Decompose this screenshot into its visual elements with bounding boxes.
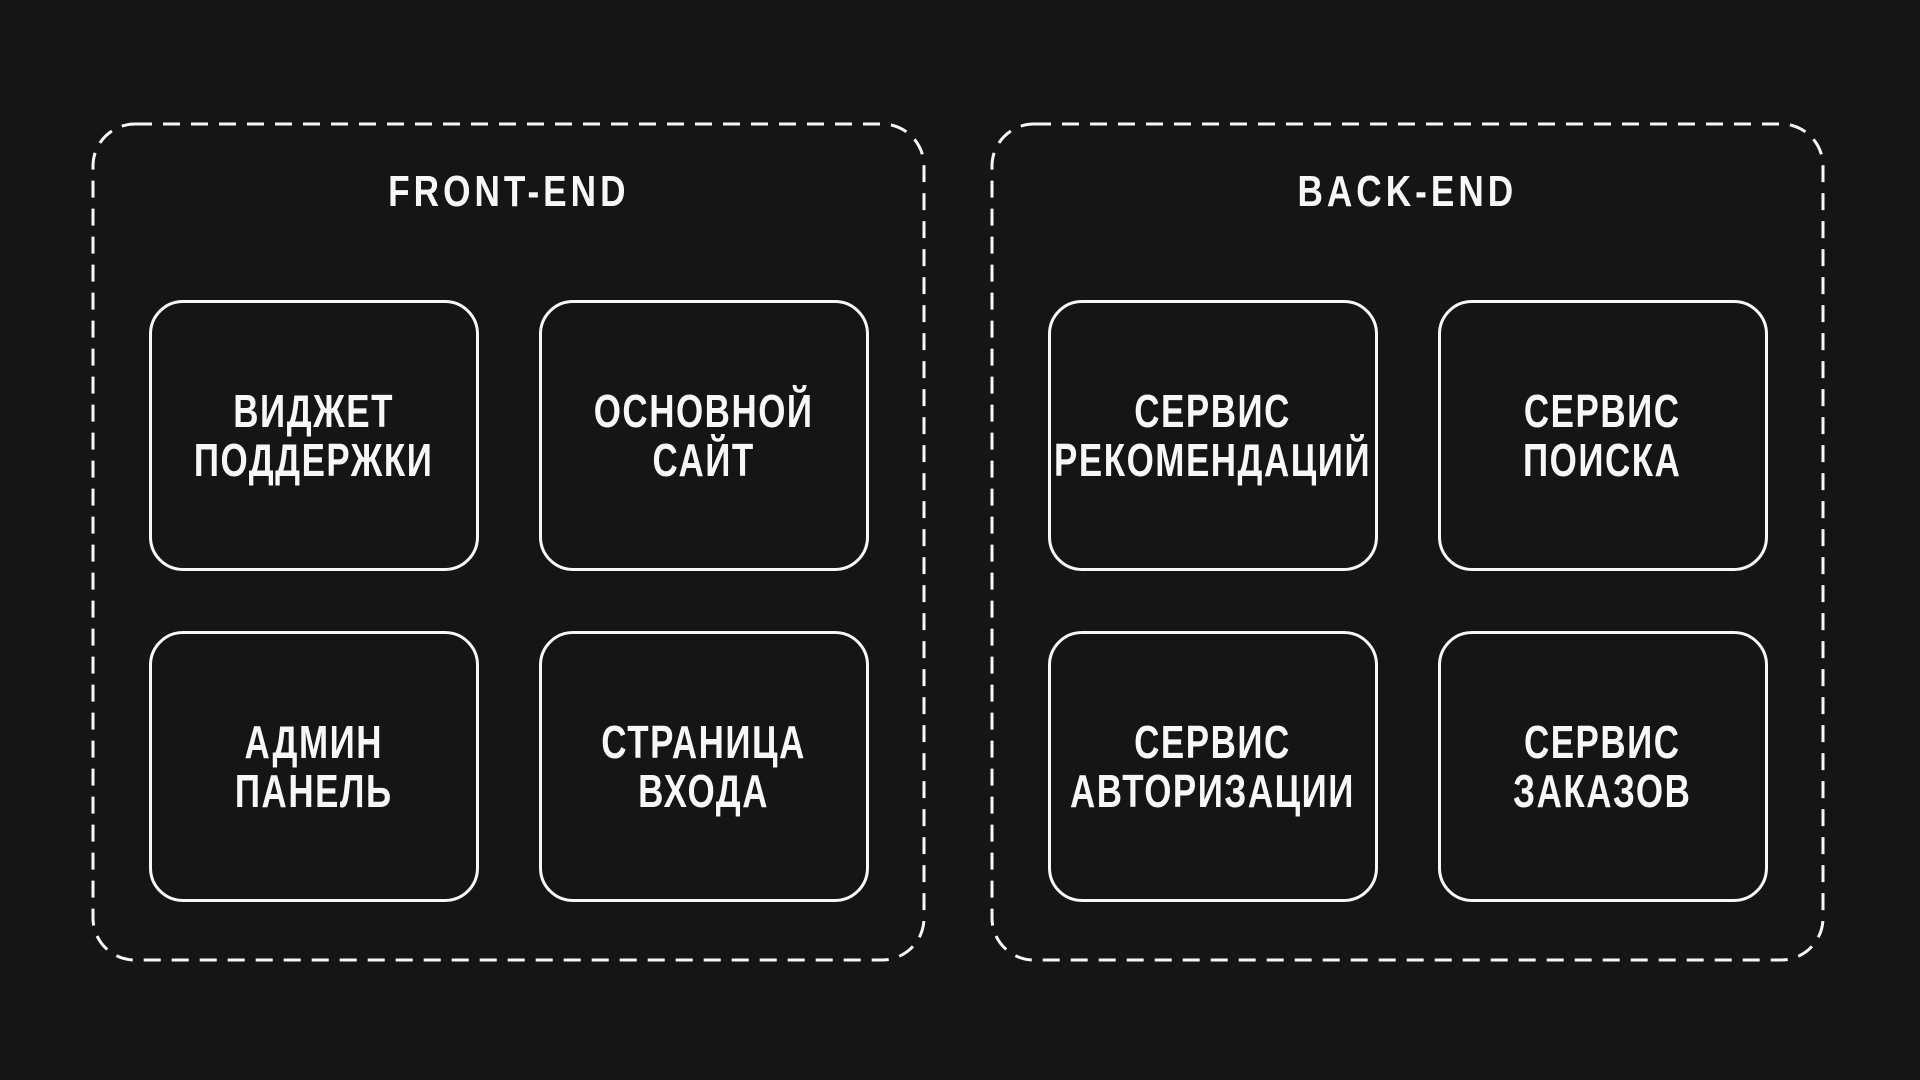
node-label-line: САЙТ [652,433,755,486]
node-label-line: СЕРВИС [1134,384,1291,437]
node-login-page: СТРАНИЦА ВХОДА [538,631,869,902]
node-label-line: ПАНЕЛЬ [234,764,393,817]
zone-front-end: FRONT-END ВИДЖЕТ ПОДДЕРЖКИ ОСНОВНОЙ САЙТ… [91,122,926,962]
node-label: СЕРВИС АВТОРИЗАЦИИ [1070,715,1355,817]
node-label-line: ВХОДА [638,764,769,817]
node-label-line: СЕРВИС [1524,384,1681,437]
node-label-line: СЕРВИС [1134,715,1291,768]
node-recommendations-service: СЕРВИС РЕКОМЕНДАЦИЙ [1047,300,1378,571]
node-main-site: ОСНОВНОЙ САЙТ [538,300,869,571]
node-label-line: ПОИСКА [1523,433,1682,486]
node-label: ОСНОВНОЙ САЙТ [593,384,814,486]
node-auth-service: СЕРВИС АВТОРИЗАЦИИ [1047,631,1378,902]
node-label-line: РЕКОМЕНДАЦИЙ [1053,433,1372,486]
node-orders-service: СЕРВИС ЗАКАЗОВ [1437,631,1768,902]
node-label: ВИДЖЕТ ПОДДЕРЖКИ [193,384,434,486]
node-label-line: СТРАНИЦА [601,715,806,768]
node-label-line: ЗАКАЗОВ [1513,764,1692,817]
node-label: СТРАНИЦА ВХОДА [601,715,806,817]
node-label-line: СЕРВИС [1524,715,1681,768]
zone-back-end: BACK-END СЕРВИС РЕКОМЕНДАЦИЙ СЕРВИС ПОИС… [990,122,1825,962]
node-label-line: АВТОРИЗАЦИИ [1070,764,1355,817]
node-label-line: АДМИН [244,715,383,768]
back-end-grid: СЕРВИС РЕКОМЕНДАЦИЙ СЕРВИС ПОИСКА СЕРВИС… [990,300,1825,902]
node-label: СЕРВИС РЕКОМЕНДАЦИЙ [1053,384,1372,486]
zone-title-back-end: BACK-END [990,122,1825,300]
node-label: СЕРВИС ПОИСКА [1523,384,1682,486]
zone-title-front-end: FRONT-END [91,122,926,300]
node-search-service: СЕРВИС ПОИСКА [1437,300,1768,571]
zone-title-text: BACK-END [1297,167,1518,216]
zone-title-text: FRONT-END [387,167,630,216]
front-end-grid: ВИДЖЕТ ПОДДЕРЖКИ ОСНОВНОЙ САЙТ АДМИН ПАН… [91,300,926,902]
node-label: СЕРВИС ЗАКАЗОВ [1513,715,1692,817]
node-support-widget: ВИДЖЕТ ПОДДЕРЖКИ [148,300,479,571]
node-label: АДМИН ПАНЕЛЬ [234,715,393,817]
node-label-line: ОСНОВНОЙ [593,384,814,437]
node-label-line: ПОДДЕРЖКИ [193,433,434,486]
node-admin-panel: АДМИН ПАНЕЛЬ [148,631,479,902]
node-label-line: ВИДЖЕТ [233,384,394,437]
